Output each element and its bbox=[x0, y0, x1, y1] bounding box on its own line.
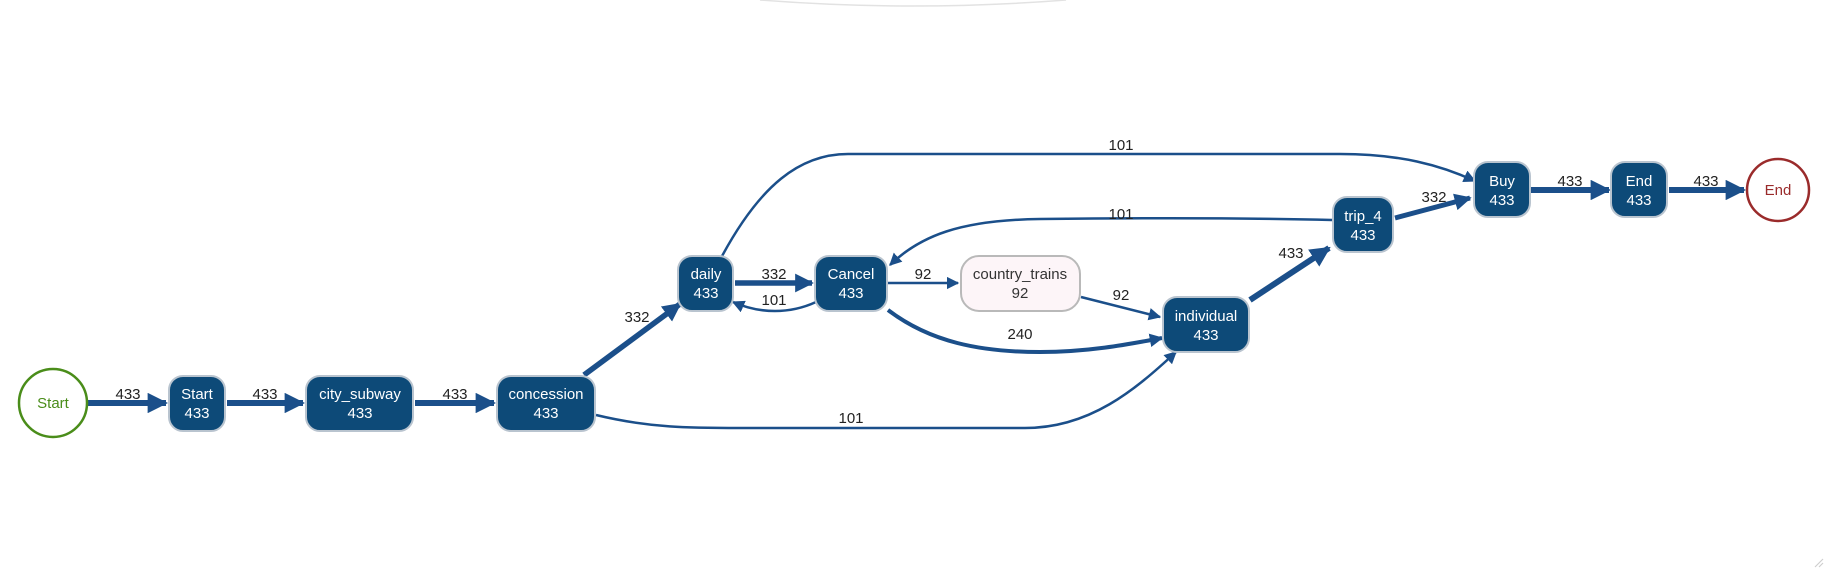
end-event-node[interactable]: End bbox=[1745, 157, 1811, 223]
activity-node-trip-4[interactable]: trip_4 433 bbox=[1332, 196, 1394, 253]
edge-trip-4-to-cancel[interactable]: 101 bbox=[889, 206, 1333, 266]
edge-concession-to-individual[interactable]: 101 bbox=[595, 351, 1177, 430]
node-box bbox=[677, 255, 734, 312]
edge-city-subway-to-concession[interactable]: 433 bbox=[415, 386, 497, 414]
edge-label: 433 bbox=[1278, 245, 1303, 262]
node-box bbox=[814, 255, 888, 312]
edge-country-trains-to-individual[interactable]: 92 bbox=[1080, 287, 1162, 321]
edge-path bbox=[886, 308, 1164, 355]
node-count: 433 bbox=[1626, 192, 1651, 209]
edge-label: 332 bbox=[624, 309, 649, 326]
edge-label: 332 bbox=[761, 266, 786, 283]
edge-end-to-end[interactable]: 433 bbox=[1669, 173, 1747, 201]
activity-node-country-trains[interactable]: country_trains 92 bbox=[960, 255, 1081, 312]
edge-concession-to-daily[interactable]: 332 bbox=[582, 301, 682, 378]
edge-path bbox=[595, 351, 1177, 430]
activity-node-concession[interactable]: concession 433 bbox=[496, 375, 596, 432]
node-label: End bbox=[1626, 173, 1653, 190]
node-label: trip_4 bbox=[1344, 208, 1382, 225]
edge-daily-to-buy[interactable]: 101 bbox=[719, 137, 1477, 259]
activity-node-buy[interactable]: Buy 433 bbox=[1473, 161, 1531, 218]
node-label: Buy bbox=[1489, 173, 1515, 190]
start-event-label: Start bbox=[37, 395, 70, 412]
edge-path bbox=[1080, 295, 1162, 321]
activity-node-end[interactable]: End 433 bbox=[1610, 161, 1668, 218]
node-count: 433 bbox=[1350, 227, 1375, 244]
node-label: concession bbox=[508, 386, 583, 403]
node-label: city_subway bbox=[319, 386, 401, 403]
activity-node-cancel[interactable]: Cancel 433 bbox=[814, 255, 888, 312]
start-event-circle bbox=[17, 367, 89, 439]
node-label: individual bbox=[1175, 308, 1238, 325]
node-count: 433 bbox=[1489, 192, 1514, 209]
node-count: 433 bbox=[1193, 327, 1218, 344]
edge-label: 433 bbox=[442, 386, 467, 403]
node-box bbox=[1610, 161, 1668, 218]
end-event-label: End bbox=[1765, 182, 1792, 199]
edge-label: 101 bbox=[838, 410, 863, 427]
nodes-layer: Start Start 433 city_subway 433 concessi… bbox=[17, 157, 1811, 439]
edge-daily-to-cancel[interactable]: 332 bbox=[735, 266, 814, 293]
edge-start-to-start[interactable]: 433 bbox=[88, 386, 169, 414]
background-arc bbox=[759, 0, 1067, 7]
edge-cancel-to-individual[interactable]: 240 bbox=[886, 308, 1164, 355]
edge-label: 101 bbox=[1108, 137, 1133, 154]
activity-node-daily[interactable]: daily 433 bbox=[677, 255, 734, 312]
edge-individual-to-trip-4[interactable]: 433 bbox=[1248, 245, 1331, 303]
node-box bbox=[496, 375, 596, 432]
node-count: 92 bbox=[1012, 285, 1029, 302]
node-count: 433 bbox=[533, 405, 558, 422]
node-box bbox=[1332, 196, 1394, 253]
node-count: 433 bbox=[184, 405, 209, 422]
node-label: country_trains bbox=[973, 266, 1067, 283]
activity-node-start[interactable]: Start 433 bbox=[168, 375, 226, 432]
end-event-circle bbox=[1745, 157, 1811, 223]
edge-label: 101 bbox=[1108, 206, 1133, 223]
edge-label: 240 bbox=[1007, 326, 1032, 343]
edge-path bbox=[1248, 245, 1331, 303]
node-box bbox=[1162, 296, 1250, 353]
node-count: 433 bbox=[347, 405, 372, 422]
node-label: Start bbox=[181, 386, 214, 403]
edge-label: 101 bbox=[761, 292, 786, 309]
edge-label: 332 bbox=[1421, 189, 1446, 206]
activity-node-individual[interactable]: individual 433 bbox=[1162, 296, 1250, 353]
resize-grip-icon[interactable] bbox=[1812, 556, 1824, 568]
edges-layer: 433 433 433 332 101 332 101 101 bbox=[88, 137, 1747, 430]
node-label: daily bbox=[691, 266, 722, 283]
edge-path bbox=[582, 301, 682, 378]
edge-path bbox=[889, 217, 1333, 266]
edge-buy-to-end[interactable]: 433 bbox=[1531, 173, 1612, 201]
edge-label: 433 bbox=[1693, 173, 1718, 190]
node-box bbox=[1473, 161, 1531, 218]
node-box bbox=[168, 375, 226, 432]
edge-label: 92 bbox=[915, 266, 932, 283]
edge-path bbox=[1394, 193, 1472, 221]
start-event-node[interactable]: Start bbox=[17, 367, 89, 439]
edge-path bbox=[731, 300, 817, 313]
edge-label: 433 bbox=[115, 386, 140, 403]
edge-trip-4-to-buy[interactable]: 332 bbox=[1394, 189, 1472, 221]
edge-cancel-to-daily[interactable]: 101 bbox=[731, 292, 817, 313]
node-count: 433 bbox=[693, 285, 718, 302]
edge-start-to-city-subway[interactable]: 433 bbox=[227, 386, 306, 414]
edge-cancel-to-country-trains[interactable]: 92 bbox=[888, 266, 960, 290]
activity-node-city-subway[interactable]: city_subway 433 bbox=[305, 375, 414, 432]
edge-label: 92 bbox=[1113, 287, 1130, 304]
node-box bbox=[305, 375, 414, 432]
edge-path bbox=[719, 152, 1477, 259]
node-label: Cancel bbox=[828, 266, 875, 283]
edge-label: 433 bbox=[252, 386, 277, 403]
node-box bbox=[960, 255, 1081, 312]
edge-label: 433 bbox=[1557, 173, 1582, 190]
node-count: 433 bbox=[838, 285, 863, 302]
